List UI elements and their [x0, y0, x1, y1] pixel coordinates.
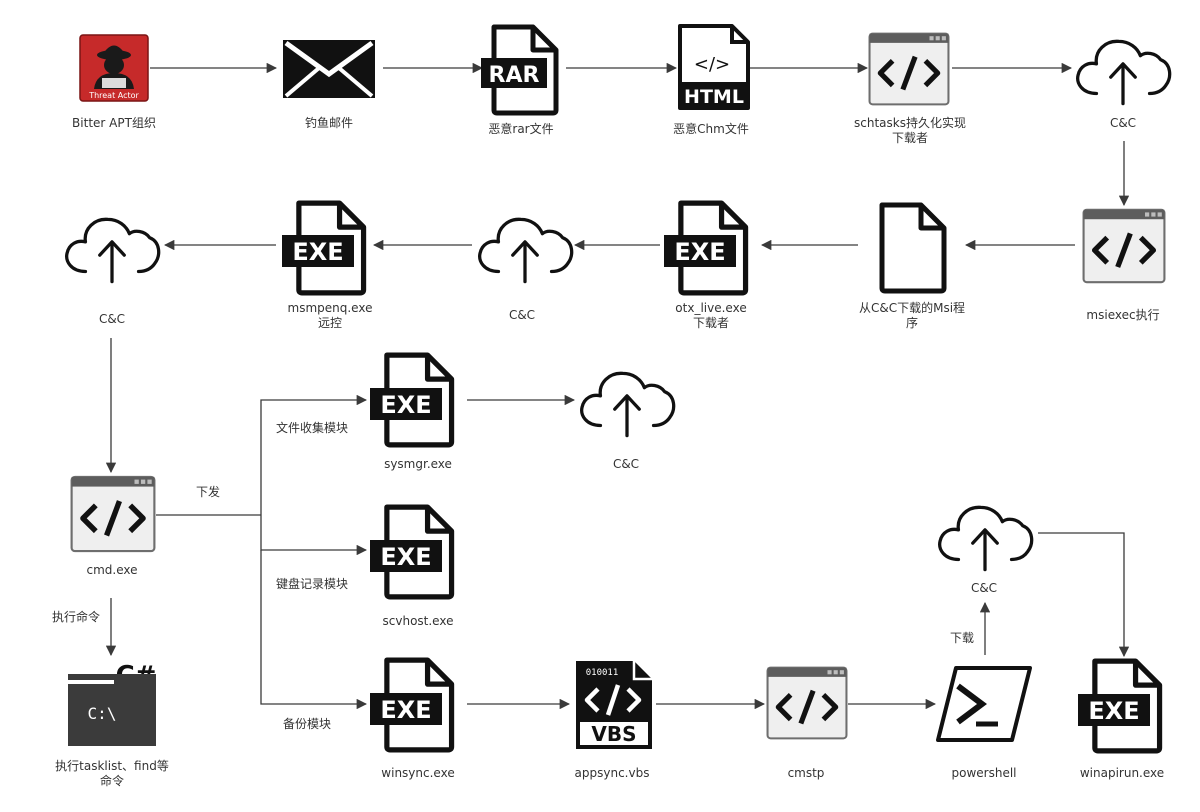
html-badge: HTML [684, 86, 744, 108]
winsync-exe-icon: EXE [370, 660, 452, 750]
cc3-label: C&C [98, 312, 126, 326]
schtasks-label: schtasks持久化实现 下载者 [854, 116, 966, 146]
cc4-label: C&C [612, 457, 640, 471]
csharp-screen-text: C:\ [88, 704, 117, 723]
rar-file-icon: RAR [481, 27, 556, 113]
otx-badge: EXE [674, 238, 725, 266]
vbs-badge: VBS [591, 722, 636, 746]
msi-label: 从C&C下载的Msi程 序 [859, 301, 965, 331]
threat-actor-icon: Threat Actor [79, 34, 149, 102]
edge-label-download: 下载 [950, 631, 975, 645]
sysmgr-label: sysmgr.exe [384, 457, 452, 471]
schtasks-label-line2: 下载者 [891, 131, 928, 145]
edge-label-dispatch: 下发 [196, 485, 221, 499]
edge-label-backup: 备份模块 [283, 717, 332, 731]
csharp-label-line1: 执行tasklist、find等 [55, 759, 169, 773]
rar-badge: RAR [489, 63, 540, 88]
edge-to-winsync [260, 550, 368, 710]
scvhost-label: scvhost.exe [382, 614, 454, 628]
msmpenq-exe-icon: EXE [282, 203, 364, 293]
winapirun-label: winapirun.exe [1079, 766, 1165, 780]
powershell-label: powershell [951, 766, 1017, 780]
threat-actor-badge: Threat Actor [88, 91, 139, 100]
cmstp-code-window-icon [768, 668, 847, 739]
powershell-icon [936, 666, 1032, 742]
otx-label: otx_live.exe 下载者 [675, 301, 746, 331]
msiexec-code-window-icon [1084, 210, 1165, 282]
cc2-label: C&C [508, 308, 536, 322]
cc5-cloud-icon [938, 505, 1034, 572]
html-file-icon: </> HTML [678, 24, 750, 110]
otx-exe-icon: EXE [664, 203, 746, 293]
edge-label-file-collect: 文件收集模块 [276, 421, 349, 435]
cc4-cloud-icon [580, 371, 676, 438]
csharp-console-icon: C# C:\ [68, 661, 156, 746]
msmpenq-label-line2: 远控 [317, 316, 342, 330]
edge-to-sysmgr [260, 394, 368, 515]
cc1-cloud-icon [1076, 39, 1172, 106]
vbs-bits: 010011 [586, 668, 619, 678]
appsync-label: appsync.vbs [574, 766, 650, 780]
rar-label: 恶意rar文件 [488, 122, 554, 136]
msiexec-label: msiexec执行 [1086, 308, 1160, 322]
msmpenq-badge: EXE [292, 238, 343, 266]
msi-label-line1: 从C&C下载的Msi程 [858, 301, 966, 315]
winapirun-exe-icon: EXE [1078, 661, 1160, 751]
csharp-label: 执行tasklist、find等 命令 [55, 759, 169, 789]
msmpenq-label: msmpenq.exe 远控 [288, 301, 373, 331]
cc2-cloud-icon [478, 217, 574, 284]
edge-label-exec-cmd: 执行命令 [52, 610, 101, 624]
chm-label: 恶意Chm文件 [673, 122, 749, 136]
cc3-cloud-icon [65, 217, 161, 284]
cmd-code-window-icon [72, 477, 155, 551]
winapirun-badge: EXE [1088, 697, 1139, 725]
cmstp-label: cmstp [787, 766, 825, 780]
otx-label-line1: otx_live.exe [675, 301, 747, 315]
sysmgr-exe-icon: EXE [370, 355, 452, 445]
edge-cc5-to-winapirun [1038, 532, 1130, 658]
msi-file-icon [882, 205, 944, 291]
edge-to-scvhost [260, 515, 368, 556]
winsync-label: winsync.exe [381, 766, 455, 780]
scvhost-badge: EXE [380, 543, 431, 571]
msmpenq-label-line1: msmpenq.exe [287, 301, 373, 315]
vbs-file-icon: 010011 VBS [576, 661, 652, 749]
schtasks-label-line1: schtasks持久化实现 [854, 116, 966, 130]
msi-label-line2: 序 [905, 316, 918, 330]
edge-label-keylogger: 键盘记录模块 [276, 577, 349, 591]
cmd-label: cmd.exe [86, 563, 138, 577]
sysmgr-badge: EXE [380, 391, 431, 419]
cc1-label: C&C [1109, 116, 1137, 130]
cc5-label: C&C [970, 581, 998, 595]
winsync-badge: EXE [380, 696, 431, 724]
csharp-label-line2: 命令 [99, 774, 125, 788]
otx-label-line2: 下载者 [692, 316, 729, 330]
schtasks-code-window-icon [870, 34, 949, 105]
phishing-label: 钓鱼邮件 [304, 116, 354, 130]
html-code-glyph: </> [694, 54, 730, 75]
scvhost-exe-icon: EXE [370, 507, 452, 597]
envelope-icon [283, 40, 375, 98]
threat-actor-label: Bitter APT组织 [72, 116, 156, 130]
